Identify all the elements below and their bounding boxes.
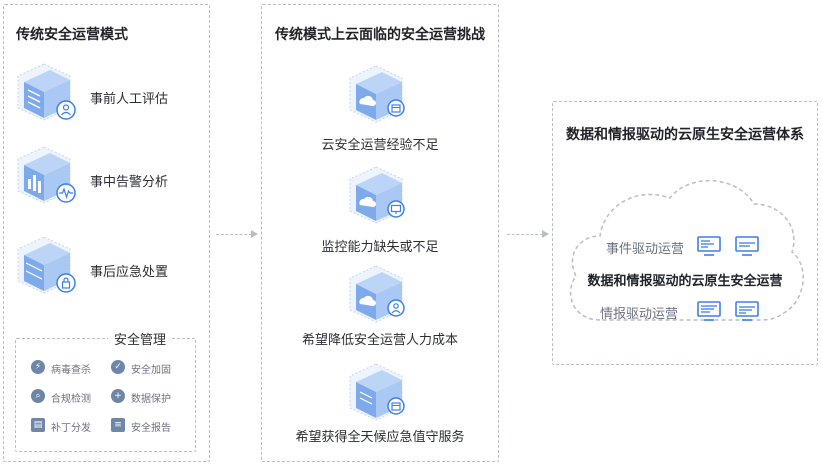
search-icon: ⌕ [31,389,45,403]
computer-icon-2 [734,235,760,261]
challenge-label-2: 监控能力缺失或不足 [321,240,439,255]
shield-icon: ⚡ [31,360,45,374]
security-management-box [15,338,196,452]
cloud-native-panel [552,101,818,365]
patch-distribution-label: 补丁分发 [51,423,91,434]
security-report-label: 安全报告 [131,423,171,434]
cloud-shape [569,179,804,321]
check-icon: ✓ [111,360,125,374]
emergency-response-label: 事后应急处置 [90,265,169,280]
security-management-title: 安全管理 [108,329,173,348]
flow-arrow-1-head [251,230,258,238]
challenge-label-4: 希望获得全天候应急值守服务 [295,430,465,445]
flow-arrow-1 [216,234,252,235]
data-protection-label: 数据保护 [131,394,171,405]
flow-arrow-2 [507,234,543,235]
event-driven-label: 事件驱动运营 [606,242,685,257]
cloud-experience-cube-icon [346,62,414,134]
computer-icon-4 [734,300,760,326]
challenge-label-3: 希望降低安全运营人力成本 [301,333,458,348]
report-icon: ≡ [111,418,125,432]
labor-cost-cube-icon [346,262,414,334]
alert-analysis-label: 事中告警分析 [90,175,169,190]
virus-scan-label: 病毒查杀 [51,365,91,376]
cloud-center-label: 数据和情报驱动的云原生安全运营 [587,274,783,289]
computer-icon-1 [696,235,722,261]
emergency-response-cube-icon [14,233,82,305]
challenges-title: 传统模式上云面临的安全运营挑战 [275,27,485,43]
plus-shield-icon: + [111,389,125,403]
monitoring-cube-icon [346,163,414,235]
traditional-mode-panel [3,4,210,462]
intel-driven-label: 情报驱动运营 [600,307,679,322]
challenges-panel [261,4,499,462]
challenge-label-1: 云安全运营经验不足 [321,138,439,153]
compliance-label: 合规检测 [51,394,91,405]
flow-arrow-2-head [542,230,549,238]
computer-icon-3 [696,300,722,326]
on-duty-cube-icon [346,360,414,432]
pre-assessment-cube-icon [14,60,82,132]
hardening-label: 安全加固 [131,365,171,376]
alert-analysis-cube-icon [14,143,82,215]
cloud-native-title: 数据和情报驱动的云原生安全运营体系 [566,127,804,143]
patch-icon: ▤ [31,418,45,432]
traditional-mode-title: 传统安全运营模式 [16,27,128,43]
pre-assessment-label: 事前人工评估 [90,92,169,107]
